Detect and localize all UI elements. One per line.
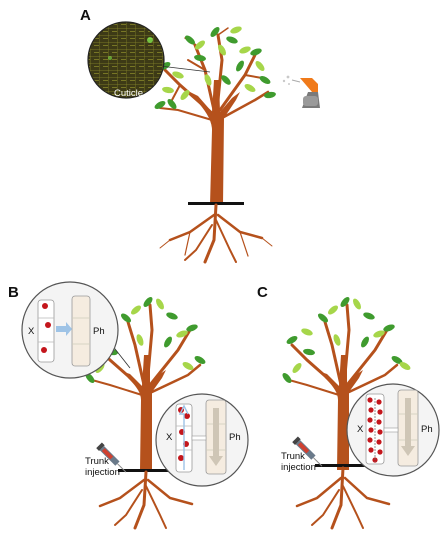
tree-b-roots (98, 470, 194, 530)
tree-c-trunk (321, 355, 363, 470)
tree-a (154, 26, 276, 264)
tree-b-soil-line (118, 469, 174, 472)
tree-c-soil-line (315, 464, 371, 467)
xylem-label-b-top: X (28, 326, 35, 337)
panel-c: C (257, 284, 440, 530)
xylem-label-c: X (357, 424, 364, 435)
trunk-injection-label-b-line1: Trunk (85, 456, 109, 467)
xylem-up-arrow-b (178, 404, 189, 470)
xylem-vessel-b-top (37, 299, 55, 363)
phloem-label-b-bottom: Ph (229, 432, 241, 443)
magnifier-b-bottom: X Ph (155, 393, 249, 487)
spray-bottle-icon (282, 75, 320, 108)
tree-a-trunk (190, 80, 240, 205)
cuticle-label: Cuticle (114, 88, 143, 99)
tree-c-roots (295, 466, 391, 530)
phloem-label-c: Ph (421, 424, 433, 435)
tree-a-branches (159, 27, 270, 121)
trunk-injection-label-c-line1: Trunk (281, 451, 305, 462)
tree-b-trunk (124, 355, 166, 470)
xylem-label-b-bottom: X (166, 432, 173, 443)
panel-b: B (8, 281, 249, 530)
trunk-injection-label-b-line2: injection (85, 467, 120, 478)
tree-a-roots (159, 203, 273, 264)
tree-c-branches (288, 303, 399, 396)
syringe-icon-c (292, 436, 323, 467)
cuticle-callout-line (159, 65, 211, 73)
panel-b-label: B (8, 284, 19, 301)
magnifier-c: X Ph (346, 383, 440, 477)
phloem-down-arrow-b (209, 408, 223, 466)
tree-c-leaves (282, 297, 411, 383)
syringe-icon (96, 442, 127, 473)
phloem-vessel-b-top (71, 295, 91, 367)
magnifier-b-top: X Ph (21, 281, 131, 379)
phloem-down-arrow-c (401, 398, 415, 456)
trunk-injection-label-c-line2: injection (281, 462, 316, 473)
panel-a-label: A (80, 7, 91, 24)
panel-a: A (80, 7, 320, 264)
panel-c-label: C (257, 284, 268, 301)
cuticle-magnifier: Cuticle (87, 21, 165, 99)
xylem-vessel-c (365, 393, 385, 465)
phloem-label-b-top: Ph (93, 326, 105, 337)
tree-c (282, 297, 411, 530)
xylem-phloem-transfer-arrow-b (56, 322, 72, 336)
